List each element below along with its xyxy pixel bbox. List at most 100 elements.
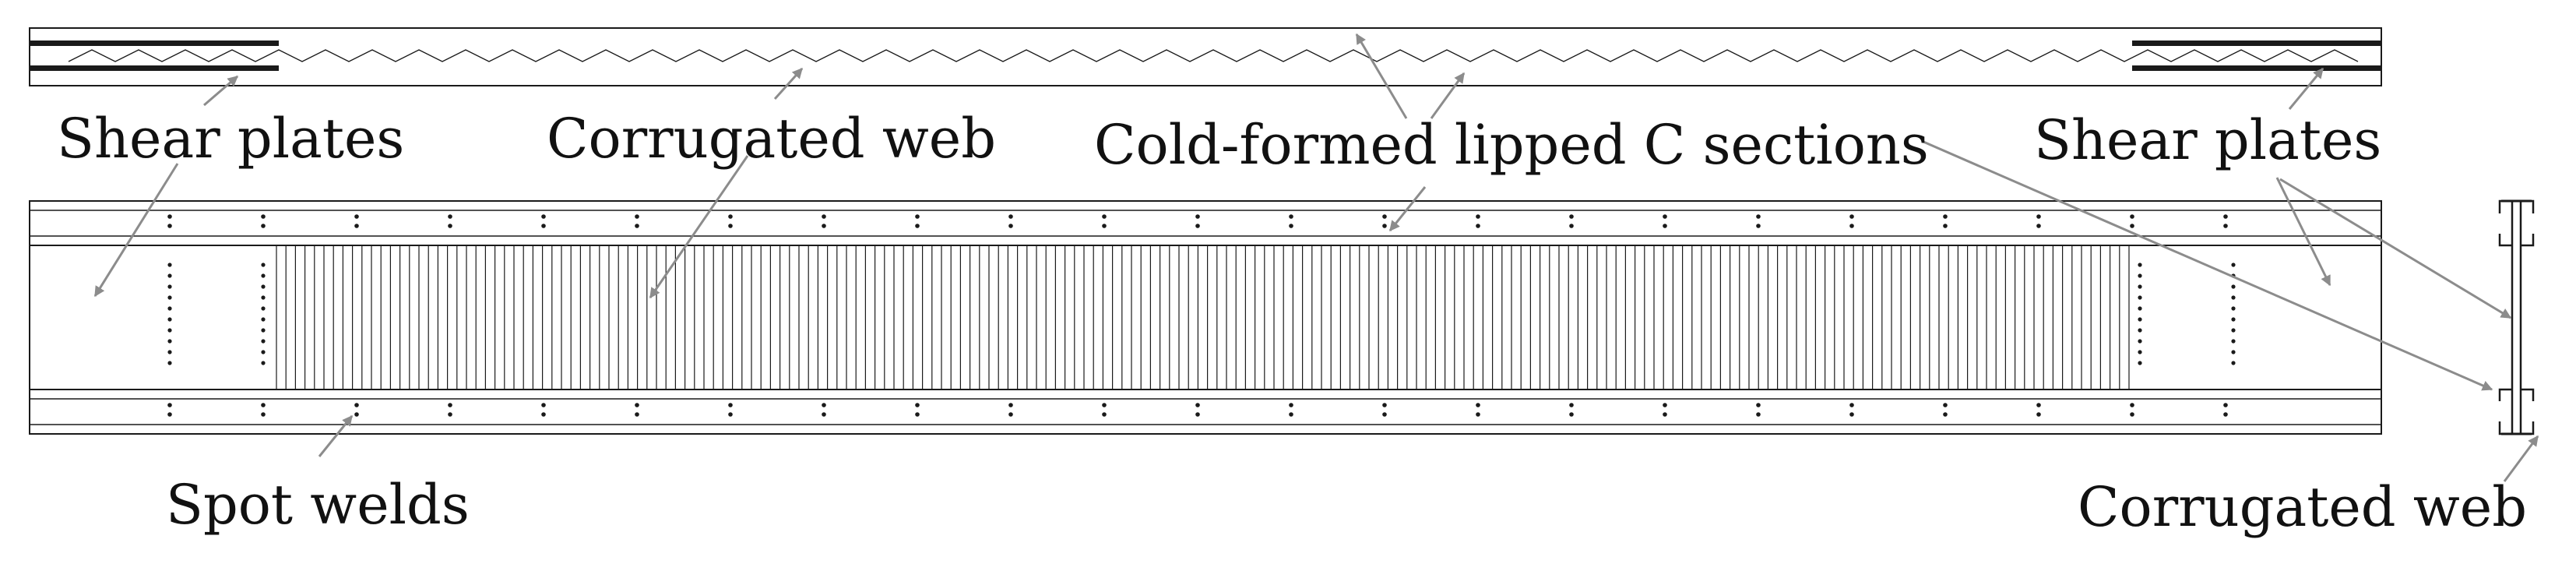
spot-weld xyxy=(1943,403,1948,407)
arrow-shear-plates-right-top xyxy=(2288,67,2324,110)
shear-plate-weld xyxy=(2231,263,2236,267)
spot-weld xyxy=(2036,224,2041,228)
shear-plate-weld xyxy=(2231,328,2236,333)
shear-plate-weld xyxy=(261,350,266,354)
spot-weld xyxy=(448,403,452,407)
spot-weld xyxy=(2036,403,2041,407)
beam-top-view xyxy=(29,27,2382,86)
shear-plate-weld xyxy=(261,328,266,333)
top-view-outline xyxy=(29,27,2382,86)
spot-weld xyxy=(1008,224,1013,228)
shear-plate-weld xyxy=(261,317,266,322)
beam-elevation-view xyxy=(29,200,2382,435)
spot-weld xyxy=(635,412,639,417)
spot-weld xyxy=(541,412,546,417)
spot-weld xyxy=(728,403,733,407)
arrow-shear-plates-left-top xyxy=(203,75,239,107)
spot-weld xyxy=(1008,412,1013,417)
shear-plate-weld xyxy=(2231,350,2236,354)
arrow-spot-welds xyxy=(318,414,354,457)
label-cold-formed-sections: Cold-formed lipped C sections xyxy=(1094,113,1929,177)
arrow-cold-formed-section xyxy=(1923,140,2493,391)
spot-weld xyxy=(2130,224,2134,228)
section-bottom-right-lip xyxy=(2521,421,2535,435)
shear-plate-weld xyxy=(167,361,172,365)
shear-plate-weld xyxy=(167,317,172,322)
spot-weld xyxy=(1849,224,1854,228)
shear-plate-weld xyxy=(167,306,172,311)
shear-plate-weld xyxy=(167,263,172,267)
shear-plate-weld xyxy=(2231,339,2236,344)
spot-weld xyxy=(261,214,266,219)
section-top-left-inner xyxy=(2498,234,2512,247)
spot-weld xyxy=(448,214,452,219)
spot-weld xyxy=(1756,224,1761,228)
spot-weld xyxy=(541,224,546,228)
section-top-right-lip xyxy=(2521,199,2535,213)
section-bottom-right-inner xyxy=(2521,388,2535,401)
shear-plate-weld xyxy=(2231,295,2236,300)
spot-weld xyxy=(2036,412,2041,417)
label-corrugated-web-top: Corrugated web xyxy=(547,107,996,171)
label-spot-welds: Spot welds xyxy=(166,473,470,537)
spot-weld xyxy=(448,224,452,228)
spot-weld xyxy=(1569,224,1574,228)
spot-weld xyxy=(1195,412,1200,417)
label-shear-plates-right: Shear plates xyxy=(2034,108,2381,172)
shear-plate-weld xyxy=(167,350,172,354)
shear-plate-weld xyxy=(2231,306,2236,311)
spot-weld xyxy=(1102,214,1107,219)
spot-weld xyxy=(915,412,920,417)
spot-weld xyxy=(167,214,172,219)
shear-plate-weld xyxy=(2138,295,2142,300)
spot-weld xyxy=(1195,403,1200,407)
spot-weld xyxy=(1289,214,1293,219)
shear-plate-weld xyxy=(167,295,172,300)
spot-weld xyxy=(541,214,546,219)
spot-weld xyxy=(822,224,826,228)
spot-weld xyxy=(1008,403,1013,407)
spot-weld xyxy=(2223,403,2228,407)
spot-weld xyxy=(822,214,826,219)
shear-plate-right-top-lower xyxy=(2132,65,2381,71)
spot-weld xyxy=(1382,403,1387,407)
spot-weld xyxy=(354,214,359,219)
shear-plate-weld xyxy=(2138,339,2142,344)
section-bottom-left-inner xyxy=(2498,388,2512,401)
labels-group: Shear plates Corrugated web Cold-formed … xyxy=(57,107,2527,539)
spot-weld xyxy=(1663,214,1667,219)
spot-weld xyxy=(354,224,359,228)
section-top-right-inner xyxy=(2521,234,2535,247)
spot-weld xyxy=(1569,412,1574,417)
spot-weld xyxy=(1008,214,1013,219)
spot-weld xyxy=(915,214,920,219)
spot-weld xyxy=(822,403,826,407)
top-flange-outline xyxy=(29,200,2382,246)
shear-plate-weld xyxy=(2138,306,2142,311)
spot-weld xyxy=(1289,224,1293,228)
spot-weld xyxy=(1195,224,1200,228)
spot-weld xyxy=(1569,214,1574,219)
spot-weld xyxy=(635,403,639,407)
spot-welds-group xyxy=(167,214,2236,417)
shear-plate-weld xyxy=(2231,284,2236,289)
corrugated-web-plan-line xyxy=(68,49,2359,62)
spot-weld xyxy=(167,412,172,417)
spot-weld xyxy=(635,224,639,228)
arrow-cold-formed-top-a xyxy=(1355,33,1408,119)
shear-plate-weld xyxy=(261,284,266,289)
shear-plate-weld xyxy=(2138,361,2142,365)
shear-plate-weld xyxy=(2138,328,2142,333)
arrow-corrugated-web-top xyxy=(773,67,804,100)
spot-weld xyxy=(261,412,266,417)
spot-weld xyxy=(1663,412,1667,417)
spot-weld xyxy=(2130,403,2134,407)
shear-plate-weld xyxy=(2138,273,2142,278)
spot-weld xyxy=(261,224,266,228)
beam-cross-section xyxy=(2498,199,2535,435)
arrow-cold-formed-top-b xyxy=(1430,72,1466,119)
shear-plate-weld xyxy=(167,339,172,344)
spot-weld xyxy=(1102,412,1107,417)
